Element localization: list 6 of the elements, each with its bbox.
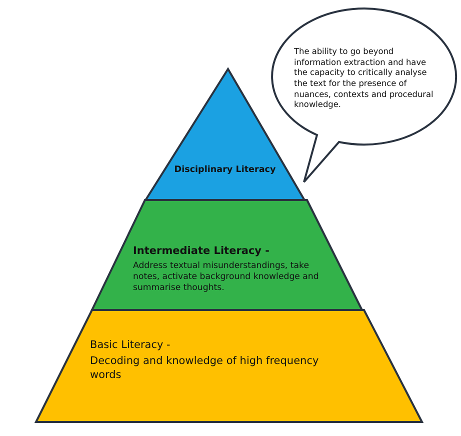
tier-title: Intermediate Literacy - [133, 245, 271, 259]
tier-title: Disciplinary Literacy [173, 165, 277, 176]
tier-description: Address textual misunderstandings, take notes, activate background knowledge and summarise thoughts. [133, 261, 320, 295]
tier-title: Basic Literacy - [90, 339, 172, 353]
callout-text: The ability to go beyond information extraction and have the capacity to critically analyse the text for the presence of nuances, contexts and procedural knowledge. [294, 46, 434, 110]
tier-description: Decoding and knowledge of high frequency words [90, 355, 320, 382]
